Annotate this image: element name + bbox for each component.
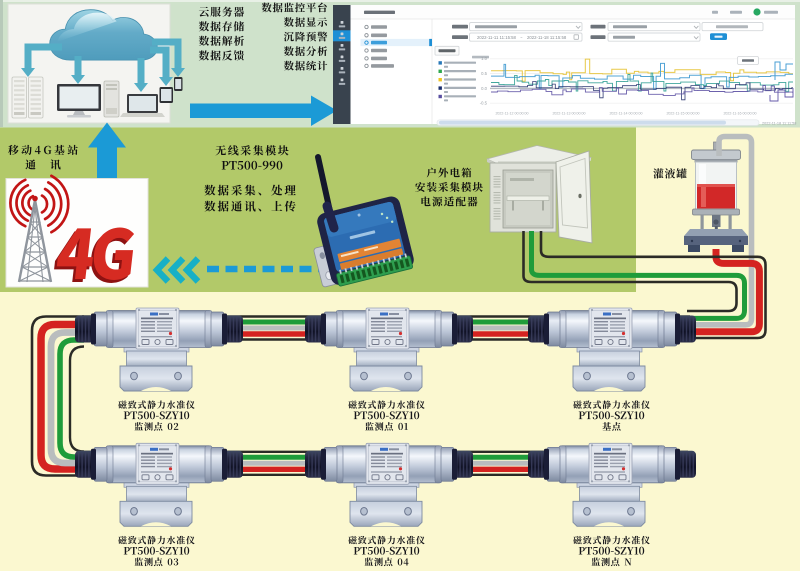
svg-text:2022-11-18 11:15:58: 2022-11-18 11:15:58 [527, 35, 567, 40]
svg-text:2022-11-13 00:00:00: 2022-11-13 00:00:00 [552, 112, 585, 116]
svg-text:-0.5: -0.5 [480, 101, 488, 106]
svg-text:2022-11-14 00:00:00: 2022-11-14 00:00:00 [609, 112, 642, 116]
svg-text:~: ~ [520, 35, 523, 40]
svg-text:2022-11-15 00:00:00: 2022-11-15 00:00:00 [666, 112, 699, 116]
svg-text:0.5: 0.5 [481, 71, 487, 76]
svg-text:2022-11-11 11:15:58: 2022-11-11 11:15:58 [477, 35, 517, 40]
svg-text:2022-11-12 00:00:00: 2022-11-12 00:00:00 [495, 112, 528, 116]
svg-text:2022-11-18 11:11:58: 2022-11-18 11:11:58 [762, 122, 796, 126]
svg-text:2022-11-16 00:00:00: 2022-11-16 00:00:00 [723, 112, 756, 116]
svg-text:1.0: 1.0 [481, 56, 487, 61]
svg-text:0.0: 0.0 [481, 86, 487, 91]
